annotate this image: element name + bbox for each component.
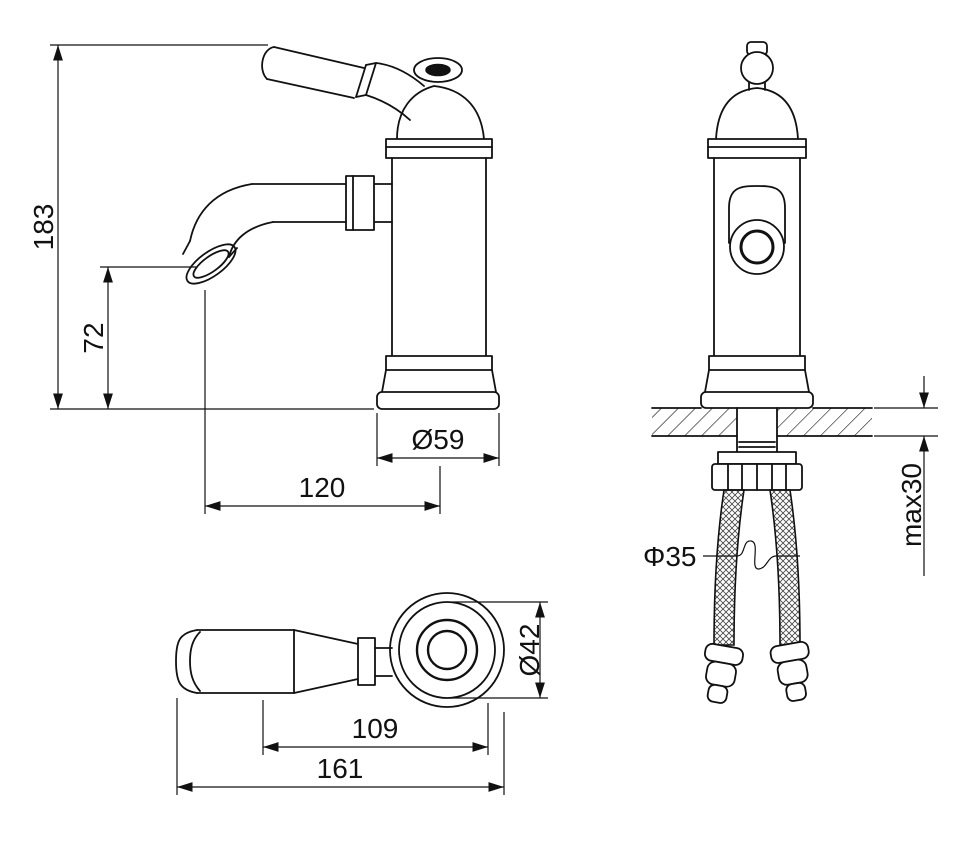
side-cap-dome <box>707 87 807 159</box>
dim-spout-reach-label: 120 <box>299 472 346 503</box>
front-base <box>376 355 500 410</box>
dim-spout-height-label: 72 <box>78 322 109 353</box>
side-view <box>651 41 873 704</box>
front-spout <box>182 175 393 285</box>
counter-hatching-right <box>777 408 872 436</box>
mounting-shank-and-nut <box>711 407 803 491</box>
dim-overall-length: 161 <box>176 698 505 795</box>
dim-base-diameter-label: Ø59 <box>412 424 465 455</box>
dim-hole-diameter: Φ35 <box>643 540 800 572</box>
top-body-circles <box>389 592 505 708</box>
dim-overall-length-label: 161 <box>317 753 364 784</box>
dim-max-counter-thickness: max30 <box>874 376 938 576</box>
front-body <box>391 157 487 357</box>
top-view <box>175 592 505 708</box>
counter-hatching-left <box>652 408 737 436</box>
side-spout-outlet <box>729 219 785 275</box>
hose-right-fitting <box>769 640 810 702</box>
dim-handle-length-label: 109 <box>352 713 399 744</box>
side-body <box>713 157 801 357</box>
dim-base-diameter: Ø59 <box>376 413 500 466</box>
front-handle-lever <box>261 46 425 121</box>
flexible-hoses <box>703 489 810 704</box>
side-handle-knob <box>740 41 774 91</box>
countertop-section <box>651 407 873 437</box>
side-base <box>700 355 814 409</box>
dim-hole-diameter-label: Φ35 <box>643 541 696 572</box>
dim-spout-reach: 120 <box>204 290 441 514</box>
dim-max-counter-thickness-label: max30 <box>896 463 927 547</box>
dim-body-diameter: Ø42 <box>452 601 548 699</box>
front-cap-dome <box>385 57 493 159</box>
dim-overall-height-label: 183 <box>28 204 59 251</box>
dim-body-diameter-label: Ø42 <box>514 624 545 677</box>
dim-overall-height: 183 <box>28 44 374 410</box>
spout-outlet <box>185 243 237 285</box>
top-handle-lever <box>175 629 393 694</box>
hose-left-fitting <box>703 642 744 704</box>
hose-left <box>713 489 745 646</box>
front-view <box>182 46 500 410</box>
hose-right <box>769 489 801 646</box>
dim-handle-length: 109 <box>262 700 489 755</box>
cap-button-icon <box>425 63 451 77</box>
dim-spout-height: 72 <box>78 266 196 409</box>
